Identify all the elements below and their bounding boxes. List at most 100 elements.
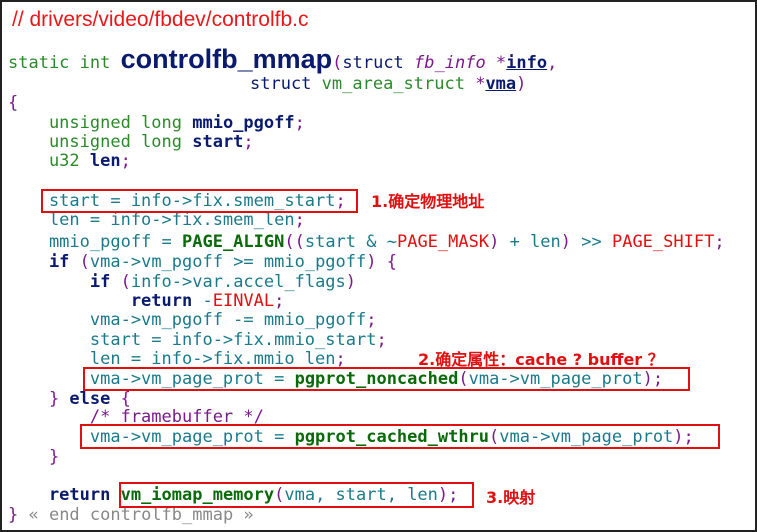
code-token: ( <box>458 369 469 389</box>
code-line: vma->vm_page_prot = pgprot_noncached(vma… <box>8 369 663 389</box>
code-line: unsigned long mmio_pgoff; <box>8 113 305 133</box>
code-token: unsigned long <box>8 132 193 152</box>
code-token: } <box>8 447 60 467</box>
code-token: ) <box>345 272 357 292</box>
code-line: vma->vm_page_prot = pgprot_cached_wthru(… <box>8 427 694 447</box>
code-token: len = info->fix.mmio_len <box>8 349 336 369</box>
code-token: info <box>506 53 548 73</box>
file-path-comment: // drivers/video/fbdev/controlfb.c <box>12 8 309 31</box>
code-token: PAGE_MASK <box>396 232 490 252</box>
code-token: EINVAL <box>212 291 275 311</box>
code-token: ) <box>560 232 572 252</box>
code-token: ); <box>642 369 664 389</box>
code-token: return <box>8 485 121 505</box>
code-token: ; <box>120 151 131 171</box>
code-line: /* framebuffer */ <box>8 407 264 427</box>
code-token: ( <box>489 427 500 447</box>
code-token: start = info->fix.smem_start <box>8 191 336 211</box>
code-token: ) { <box>366 252 397 272</box>
code-token: start & ~ <box>304 232 397 252</box>
code-token: { <box>8 93 19 113</box>
code-token: PAGE_ALIGN <box>182 232 285 252</box>
code-token: u32 <box>8 151 90 171</box>
code-token: vma->vm_pgoff >= mmio_pgoff <box>89 252 367 272</box>
code-line: vma->vm_pgoff -= mmio_pgoff; <box>8 310 377 330</box>
code-token: ; <box>376 330 387 350</box>
code-token: len = info->fix.smem_len <box>8 210 295 230</box>
code-token: pgprot_noncached <box>294 369 459 389</box>
code-token: vm_area_struct <box>321 74 465 94</box>
code-token: return <box>8 291 193 311</box>
code-token: ; <box>335 349 346 369</box>
code-token: >> <box>571 232 612 252</box>
code-token: ) <box>516 74 527 94</box>
annotation-attributes: 2.确定属性：cache ? buffer ？ <box>418 350 664 369</box>
code-line: if (vma->vm_pgoff >= mmio_pgoff) { <box>8 252 397 272</box>
code-line: mmio_pgoff = PAGE_ALIGN((start & ~PAGE_M… <box>8 232 725 252</box>
code-token: ( <box>332 53 343 73</box>
code-token: unsigned long <box>8 113 193 133</box>
code-token: { <box>110 389 131 409</box>
code-token: vma->vm_page_prot = <box>8 369 295 389</box>
code-token: ); <box>673 427 694 447</box>
code-line: len = info->fix.smem_len; <box>8 210 305 230</box>
code-token: ; <box>714 232 725 252</box>
code-token: mmio_pgoff <box>192 113 295 133</box>
code-token: vma->vm_pgoff -= mmio_pgoff <box>8 310 367 330</box>
code-token: - <box>192 291 213 311</box>
code-line: } else { <box>8 389 131 409</box>
code-line: struct vm_area_struct *vma) <box>250 74 526 94</box>
code-line: len = info->fix.mmio_len; <box>8 349 346 369</box>
code-token: info->var.accel_flags <box>130 272 346 292</box>
highlight-box-start <box>41 189 358 213</box>
code-token: + len <box>499 232 561 252</box>
code-token: * <box>485 53 507 73</box>
code-line: } <box>8 447 59 467</box>
code-line: unsigned long start; <box>8 132 254 152</box>
code-token: (( <box>284 232 305 252</box>
code-token: controlfb_mmap <box>120 44 333 74</box>
code-line: u32 len; <box>8 151 131 171</box>
code-token: vma, start, len <box>284 485 438 505</box>
annotation-mapping: 3.映射 <box>486 488 536 507</box>
code-token: * <box>464 74 486 94</box>
code-token: ( <box>69 252 90 272</box>
code-token: vma->vm_page_prot <box>499 427 674 447</box>
code-line: return vm_iomap_memory(vma, start, len); <box>8 485 458 505</box>
code-token: ); <box>437 485 459 505</box>
code-token: static int <box>8 53 121 73</box>
code-token: « end controlfb_mmap » <box>18 505 254 525</box>
code-token: ; <box>294 113 305 133</box>
code-token: len <box>89 151 121 171</box>
code-token: , <box>547 53 558 73</box>
code-token: ; <box>274 291 285 311</box>
highlight-box-noncached <box>83 367 690 391</box>
code-token: ; <box>366 310 377 330</box>
code-token: start = info->fix.mmio_start <box>8 330 377 350</box>
code-token: } <box>8 389 70 409</box>
code-line: static int controlfb_mmap(struct fb_info… <box>8 46 558 74</box>
code-token: pgprot_cached_wthru <box>294 427 490 447</box>
code-token: if <box>8 252 70 272</box>
code-line: } « end controlfb_mmap » <box>8 505 254 525</box>
code-token: fb_info <box>414 53 486 73</box>
code-line: if (info->var.accel_flags) <box>8 272 356 292</box>
highlight-box-iomap <box>119 482 474 508</box>
code-token: mmio_pgoff = <box>8 232 182 252</box>
highlight-box-cached <box>80 424 720 449</box>
code-token: ; <box>294 210 305 230</box>
code-token: ) <box>489 232 500 252</box>
code-line: { <box>8 93 18 113</box>
code-token: else <box>69 389 111 409</box>
code-line: return -EINVAL; <box>8 291 285 311</box>
code-token: if <box>8 272 111 292</box>
code-line: start = info->fix.mmio_start; <box>8 330 387 350</box>
code-token: ( <box>274 485 285 505</box>
code-token: ( <box>110 272 131 292</box>
code-token: ; <box>243 132 254 152</box>
code-token: vma->vm_page_prot = <box>8 427 295 447</box>
code-token: struct <box>250 74 322 94</box>
code-token: vma <box>485 74 517 94</box>
annotation-physical-address: 1.确定物理地址 <box>371 192 485 211</box>
